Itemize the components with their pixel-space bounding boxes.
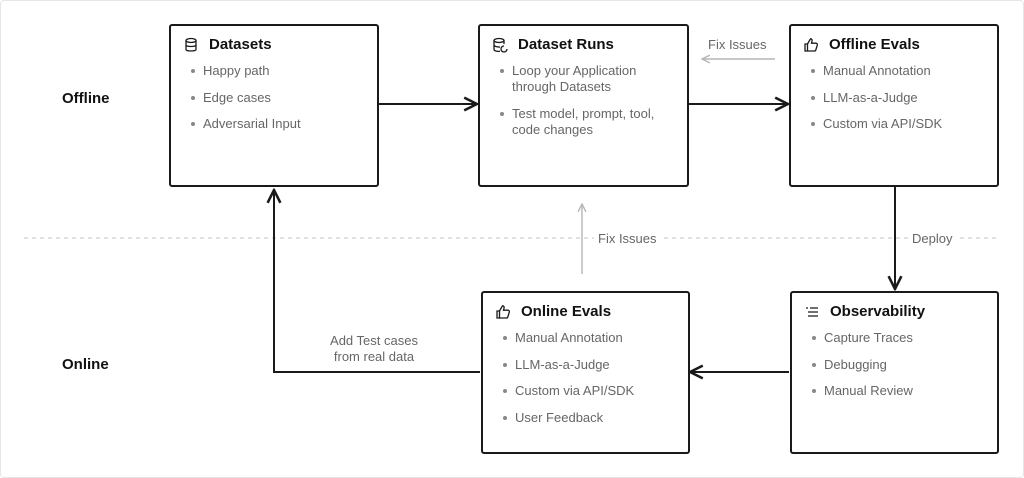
datasets-item: Happy path xyxy=(191,63,363,79)
database-icon xyxy=(183,37,199,53)
dataset-runs-title: Dataset Runs xyxy=(518,36,614,53)
datasets-box: Datasets Happy path Edge cases Adversari… xyxy=(169,24,379,187)
row-label-offline: Offline xyxy=(62,90,110,107)
dataset-runs-item: Test model, prompt, tool, code changes xyxy=(500,106,673,138)
datasets-item: Adversarial Input xyxy=(191,116,363,132)
edge-label-fix-issues-mid: Fix Issues xyxy=(594,231,661,247)
observability-item: Debugging xyxy=(812,357,983,373)
datasets-item: Edge cases xyxy=(191,90,363,106)
offline-evals-item: Manual Annotation xyxy=(811,63,983,79)
edge-label-fix-issues-top: Fix Issues xyxy=(704,37,771,53)
row-label-online: Online xyxy=(62,356,109,373)
database-refresh-icon xyxy=(492,37,508,53)
online-evals-box: Online Evals Manual Annotation LLM-as-a-… xyxy=(481,291,690,454)
observability-title: Observability xyxy=(830,303,926,320)
online-evals-item: User Feedback xyxy=(503,410,674,426)
online-evals-item: Manual Annotation xyxy=(503,330,674,346)
observability-item: Capture Traces xyxy=(812,330,983,346)
observability-box: Observability Capture Traces Debugging M… xyxy=(790,291,999,454)
list-icon xyxy=(804,304,820,320)
thumbs-up-icon xyxy=(803,37,819,53)
offline-evals-item: Custom via API/SDK xyxy=(811,116,983,132)
datasets-title: Datasets xyxy=(209,36,272,53)
dataset-runs-box: Dataset Runs Loop your Application throu… xyxy=(478,24,689,187)
dataset-runs-item: Loop your Application through Datasets xyxy=(500,63,673,95)
online-evals-item: LLM-as-a-Judge xyxy=(503,357,674,373)
edge-label-deploy: Deploy xyxy=(908,231,957,247)
online-evals-title: Online Evals xyxy=(521,303,612,320)
online-evals-item: Custom via API/SDK xyxy=(503,383,674,399)
thumbs-up-icon xyxy=(495,304,511,320)
arrow-add-test-cases xyxy=(274,190,480,373)
offline-evals-title: Offline Evals xyxy=(829,36,920,53)
edge-label-add-test-cases: Add Test cases from real data xyxy=(314,333,434,365)
offline-evals-item: LLM-as-a-Judge xyxy=(811,90,983,106)
offline-evals-box: Offline Evals Manual Annotation LLM-as-a… xyxy=(789,24,999,187)
observability-item: Manual Review xyxy=(812,383,983,399)
